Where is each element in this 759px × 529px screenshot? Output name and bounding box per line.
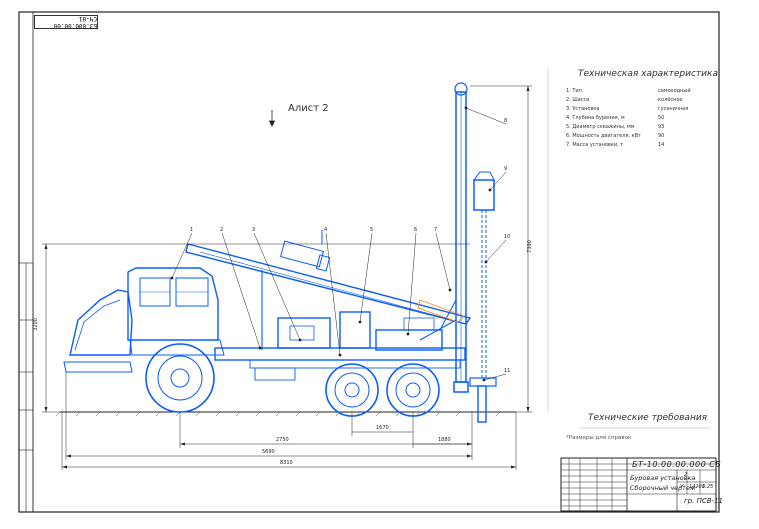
title-block-grid [560,457,717,512]
left-margin-cells [18,262,34,513]
dim-text-3: 1880 [438,437,451,443]
requirements-title: Технические требования [588,413,708,423]
dim-text-h1: 3200 [32,318,39,331]
callout-number: 9 [504,166,508,172]
spec-value: 14 [658,142,665,148]
requirements-line: *Размеры для справок [566,435,632,441]
callout-number: 6 [414,227,418,233]
wheel-front [145,343,215,413]
engine-block [277,317,331,349]
drill-mast [453,82,495,393]
front-loader-arm [69,289,133,356]
title-block-scale: 1:25 [702,484,714,490]
drilling-machine [63,82,497,423]
spec-value: 93 [658,124,665,130]
sheet-code-stamp: БЗ.000.00.00 СЧ-01 [34,15,98,29]
title-block-name-2: Сборочный чертеж [630,484,696,492]
spec-label: 2. Шасси [566,97,590,103]
spec-row: 7. Масса установки, т 14 [566,142,716,148]
view-label: Aлист 2 [288,103,329,114]
boom-highlight [417,299,465,323]
tool-cylinder [279,230,331,272]
spec-row: 1. Тип самоходный [566,88,716,94]
spec-row: 4. Глубина бурения, м 50 [566,115,716,121]
spec-row: 5. Диаметр скважины, мм 93 [566,124,716,130]
callout-leaders [171,107,507,381]
dim-text-5: 8310 [280,460,293,466]
spec-value: самоходный [658,88,691,94]
title-block-sheet: 2 [684,472,688,478]
callout-number: 10 [504,234,511,240]
view-arrow [268,110,276,127]
spec-value: колёсное [658,97,683,103]
callout-number: 2 [220,227,224,233]
title-block-lit: У [680,484,684,490]
wheel-rear [386,363,440,417]
drill-chain [481,210,487,378]
title-block-name-1: Буровая установка [630,474,696,482]
callout-number: 1 [190,227,194,233]
callout-number: 7 [434,227,438,233]
specs-title: Техническая характеристика [578,69,718,79]
spec-label: 3. Установка [566,106,600,112]
title-block-code: БТ-10.00.00.000 СБ [632,460,722,469]
title-block-org: гр. ПСВ-11 [684,497,723,505]
dim-text-2: 1670 [376,425,389,431]
spec-label: 6. Мощность двигателя, кВт [566,133,642,139]
spec-row: 2. Шасси колёсное [566,97,716,103]
dimension-lines [42,85,532,470]
ground-hatch [55,411,501,417]
callout-number: 11 [504,368,511,374]
callout-number: 5 [370,227,374,233]
spec-label: 1. Тип [566,88,582,94]
spec-value: 90 [658,133,665,139]
spec-value: 50 [658,115,665,121]
dimension-arrows [44,86,530,469]
title-block-mass: 14200 [689,484,705,490]
spec-label: 4. Глубина бурения, м [566,115,625,121]
callout-number: 8 [504,118,508,124]
callout-number: 4 [324,227,328,233]
spec-value: гусеничная [658,106,689,112]
spec-label: 7. Масса установки, т [566,142,624,148]
hydraulic-unit [339,311,371,349]
drill-boom [185,243,472,325]
dim-text-1: 2750 [276,437,289,443]
dim-text-4: 5690 [262,449,275,455]
dim-text-h2: 7390 [526,240,533,253]
spec-row: 3. Установка гусеничная [566,106,716,112]
callout-dots [170,106,492,382]
spec-row: 6. Мощность двигателя, кВт 90 [566,133,716,139]
wheel-middle [325,363,379,417]
spec-label: 5. Диаметр скважины, мм [566,124,635,130]
callout-number: 3 [252,227,256,233]
sheet-outer-frame [18,11,720,513]
